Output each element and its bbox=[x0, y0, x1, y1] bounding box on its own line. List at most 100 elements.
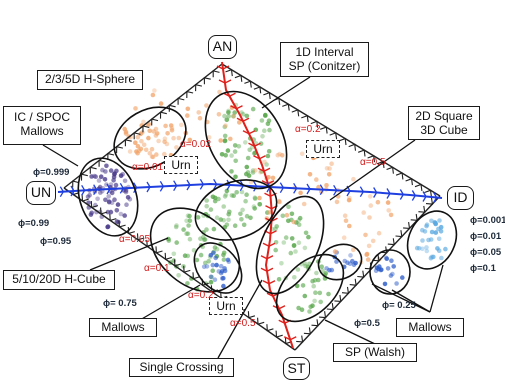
election-point bbox=[212, 277, 218, 283]
election-point bbox=[214, 215, 220, 220]
election-point bbox=[424, 248, 430, 254]
election-point bbox=[327, 166, 332, 171]
election-point bbox=[265, 153, 271, 159]
callout-ic-spoc: IC / SPOC Mallows bbox=[3, 106, 81, 145]
election-point bbox=[299, 151, 305, 157]
frame-tick bbox=[358, 149, 366, 157]
election-point bbox=[314, 177, 319, 182]
election-point bbox=[252, 206, 257, 211]
election-point bbox=[164, 141, 170, 147]
election-point bbox=[218, 263, 224, 269]
election-point bbox=[367, 215, 372, 220]
election-point bbox=[210, 194, 216, 200]
frame-tick bbox=[253, 86, 262, 94]
frame-tick bbox=[395, 230, 403, 238]
election-point bbox=[311, 283, 317, 289]
callout-interval-line-2: SP (Conitzer) bbox=[288, 59, 361, 73]
election-point bbox=[138, 146, 144, 152]
blue-path-tick bbox=[173, 180, 178, 192]
frame-tick bbox=[225, 68, 233, 77]
frame-tick bbox=[326, 303, 334, 311]
frame-tick bbox=[405, 178, 413, 186]
phi-label: ϕ=0.999 bbox=[33, 167, 70, 178]
election-point bbox=[125, 195, 131, 200]
election-point bbox=[250, 106, 256, 112]
election-point bbox=[162, 139, 167, 145]
blue-path-tick bbox=[81, 184, 86, 196]
phi-label: ϕ=0.05 bbox=[470, 247, 502, 258]
frame-edge bbox=[63, 187, 296, 351]
election-point bbox=[210, 262, 216, 268]
frame-tick bbox=[192, 272, 200, 280]
blue-path-tick bbox=[93, 184, 98, 196]
frame-tick bbox=[387, 238, 395, 246]
frame-tick bbox=[329, 132, 338, 140]
election-point bbox=[326, 172, 332, 177]
election-point bbox=[154, 131, 160, 136]
frame-tick bbox=[98, 159, 106, 167]
election-point bbox=[201, 264, 207, 270]
blue-path-tick bbox=[226, 179, 231, 191]
election-point bbox=[313, 290, 318, 296]
frame-tick bbox=[203, 77, 211, 85]
election-point bbox=[232, 223, 238, 228]
election-point bbox=[185, 231, 191, 236]
election-point bbox=[100, 167, 105, 173]
election-point bbox=[281, 240, 287, 245]
election-point bbox=[98, 190, 103, 195]
frame-tick bbox=[376, 160, 385, 168]
election-point bbox=[353, 260, 358, 266]
election-point bbox=[289, 236, 295, 241]
frame-tick bbox=[263, 91, 271, 100]
frame-tick bbox=[173, 259, 182, 267]
election-point bbox=[262, 159, 267, 165]
election-point bbox=[428, 255, 434, 261]
election-point bbox=[222, 266, 227, 271]
callout-hcube: 5/10/20D H-Cube bbox=[3, 270, 115, 290]
election-point bbox=[223, 153, 228, 158]
election-point bbox=[118, 173, 124, 179]
election-point bbox=[169, 126, 175, 131]
election-point bbox=[93, 174, 98, 179]
election-point bbox=[260, 134, 265, 139]
election-point bbox=[114, 208, 120, 213]
election-point bbox=[240, 207, 245, 213]
callout-square-line-2: 3D Cube bbox=[420, 123, 468, 137]
election-point bbox=[231, 113, 236, 119]
frame-edge bbox=[221, 63, 441, 197]
election-point bbox=[156, 138, 161, 144]
blue-path-tick bbox=[433, 192, 438, 203]
election-point bbox=[426, 237, 431, 243]
election-point bbox=[194, 257, 200, 263]
election-point bbox=[173, 224, 179, 230]
blue-path-tick bbox=[359, 186, 365, 198]
election-point bbox=[388, 212, 394, 218]
red-path-tick bbox=[260, 267, 274, 273]
election-point bbox=[312, 298, 317, 304]
election-point bbox=[279, 153, 285, 158]
election-point bbox=[270, 175, 276, 181]
callout-ic-line-2: Mallows bbox=[20, 124, 64, 138]
election-point bbox=[204, 264, 210, 269]
election-point bbox=[323, 271, 329, 276]
frame-tick bbox=[334, 294, 342, 303]
election-point bbox=[123, 129, 129, 135]
frame-tick bbox=[151, 118, 159, 126]
election-point bbox=[351, 176, 356, 182]
election-point bbox=[438, 224, 444, 230]
frame-tick bbox=[395, 172, 404, 180]
election-point bbox=[243, 198, 248, 204]
frame-tick bbox=[133, 132, 141, 140]
election-point bbox=[345, 260, 350, 266]
election-point bbox=[385, 266, 391, 271]
frame-tick bbox=[164, 252, 172, 261]
frame-tick bbox=[339, 137, 347, 146]
frame-tick bbox=[234, 74, 243, 82]
election-point bbox=[291, 219, 297, 225]
cluster-id bbox=[406, 210, 458, 270]
phi-label: ϕ=0.001 bbox=[470, 215, 505, 226]
election-point bbox=[179, 122, 184, 128]
alpha-label: α=0.01 bbox=[132, 162, 164, 173]
election-point bbox=[120, 171, 125, 177]
election-point bbox=[264, 162, 269, 167]
